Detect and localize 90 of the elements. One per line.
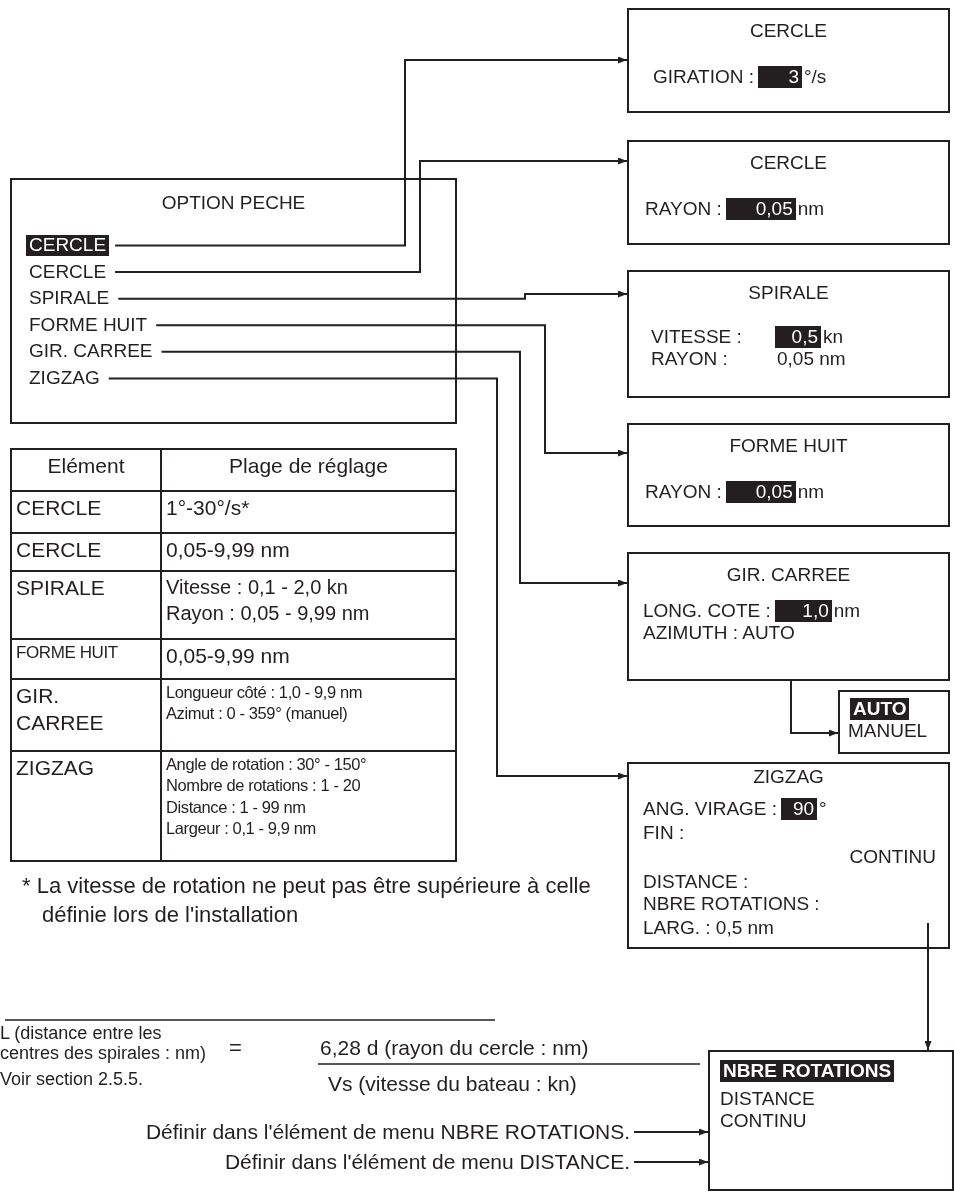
- menu-text: °/s: [804, 65, 827, 88]
- value-field: 90: [781, 797, 818, 820]
- section-reference: Voir section 2.5.5.: [0, 1070, 144, 1090]
- table-text: Azimut : 0 - 359° (manuel): [166, 703, 349, 725]
- menu-text: CONTINU: [849, 845, 936, 868]
- menu-screen-box: [627, 552, 950, 681]
- menu-text: nm: [833, 599, 861, 622]
- table-text: GIR. CARREE: [16, 683, 105, 737]
- formula-text: L (distance entre les centres des spirales : nm): [0, 1024, 208, 1064]
- table-text: 0,05-9,99 nm: [166, 643, 291, 669]
- selected-option: NBRE ROTATIONS: [720, 1060, 895, 1082]
- menu-screen-box: [838, 690, 950, 754]
- table-text: Longueur côté : 1,0 - 9,9 nm: [166, 682, 364, 703]
- menu-item: FORME HUIT: [26, 314, 151, 336]
- menu-text: LARG. : 0,5 nm: [643, 917, 774, 939]
- table-text: CERCLE: [16, 495, 103, 521]
- menu-text: nm: [797, 197, 825, 220]
- table-text: Largeur : 0,1 - 9,9 nm: [166, 818, 317, 840]
- menu-text: DISTANCE: [720, 1087, 815, 1110]
- table-text: Angle de rotation : 30° - 150°: [166, 754, 368, 775]
- note-text: Définir dans l'élément de menu DISTANCE.: [224, 1150, 630, 1174]
- menu-title: CERCLE: [749, 20, 828, 42]
- table-text: 1°-30°/s*: [166, 495, 251, 521]
- table-text: Rayon : 0,05 - 9,99 nm: [166, 601, 371, 626]
- menu-item: ZIGZAG: [26, 368, 103, 389]
- menu-text: AZIMUTH : AUTO: [643, 621, 795, 644]
- menu-item: SPIRALE: [26, 288, 113, 310]
- value-field: 0,5: [775, 325, 821, 348]
- formula-denominator: Vs (vitesse du bateau : kn): [328, 1072, 577, 1096]
- menu-text: kn: [823, 325, 844, 348]
- menu-screen-box: [627, 270, 950, 398]
- footnote: * La vitesse de rotation ne peut pas être supérieure à celle définie lors de l'installation: [22, 872, 592, 929]
- equals-sign: =: [229, 1036, 242, 1061]
- arrow: [790, 680, 839, 737]
- menu-screen-box: [627, 140, 950, 245]
- menu-item: GIR. CARREE: [26, 341, 156, 363]
- table-text: CERCLE: [16, 537, 103, 563]
- menu-text: MANUEL: [848, 719, 928, 742]
- arrow: [155, 324, 628, 457]
- table-text: ZIGZAG: [16, 755, 96, 781]
- menu-title: FORME HUIT: [729, 435, 848, 457]
- menu-screen-box: [627, 423, 950, 527]
- menu-item: CERCLE: [26, 235, 110, 256]
- table-text: Vitesse : 0,1 - 2,0 kn: [166, 575, 349, 600]
- menu-text: NBRE ROTATIONS :: [643, 893, 820, 916]
- menu-text: °: [819, 797, 827, 820]
- menu-title: CERCLE: [749, 152, 828, 174]
- table-text: Distance : 1 - 99 nm: [166, 796, 307, 818]
- arrow: [924, 922, 932, 1051]
- menu-title: SPIRALE: [748, 282, 829, 304]
- menu-title: ZIGZAG: [753, 766, 824, 788]
- field-label: RAYON :: [651, 347, 729, 370]
- value-field: 3: [758, 65, 802, 88]
- menu-text: FIN :: [643, 821, 685, 844]
- value-field: 1,0: [774, 599, 832, 622]
- arrow: [633, 1128, 709, 1136]
- value-field: 0,05: [725, 480, 796, 503]
- note-text: Définir dans l'élément de menu NBRE ROTATIONS.: [145, 1120, 630, 1144]
- menu-title: GIR. CARREE: [726, 564, 851, 586]
- table-text: SPIRALE: [16, 575, 106, 601]
- field-label: VITESSE :: [651, 325, 743, 348]
- menu-screen-box: [627, 762, 950, 949]
- table-text: Elément: [46, 453, 126, 479]
- table-text: 0,05-9,99 nm: [166, 537, 291, 563]
- table-text: Plage de réglage: [228, 453, 389, 479]
- menu-text: RAYON :: [645, 197, 722, 220]
- menu-text: RAYON :: [645, 480, 722, 503]
- arrow: [107, 377, 628, 780]
- menu-text: nm: [797, 480, 825, 503]
- menu-screen-box: [708, 1050, 954, 1191]
- menu-text: LONG. COTE :: [643, 599, 771, 622]
- menu-text: ANG. VIRAGE :: [643, 797, 778, 820]
- arrow: [114, 157, 628, 274]
- table-text: FORME HUIT: [16, 642, 119, 664]
- menu-text: DISTANCE :: [643, 871, 749, 894]
- menu-screen-box: [10, 178, 457, 424]
- selected-option: AUTO: [850, 698, 910, 720]
- formula-numerator: 6,28 d (rayon du cercle : nm): [320, 1036, 589, 1060]
- arrow: [117, 290, 628, 300]
- menu-title: OPTION PECHE: [161, 192, 306, 214]
- arrow: [160, 350, 628, 587]
- menu-item: CERCLE: [26, 261, 110, 283]
- arrow: [633, 1158, 709, 1166]
- table-text: Nombre de rotations : 1 - 20: [166, 775, 362, 797]
- menu-text: CONTINU: [720, 1109, 807, 1132]
- menu-text: GIRATION :: [653, 65, 754, 88]
- menu-text: 0,05 nm: [777, 347, 846, 370]
- menu-screen-box: [627, 8, 950, 113]
- value-field: 0,05: [725, 197, 796, 220]
- arrow: [114, 56, 628, 247]
